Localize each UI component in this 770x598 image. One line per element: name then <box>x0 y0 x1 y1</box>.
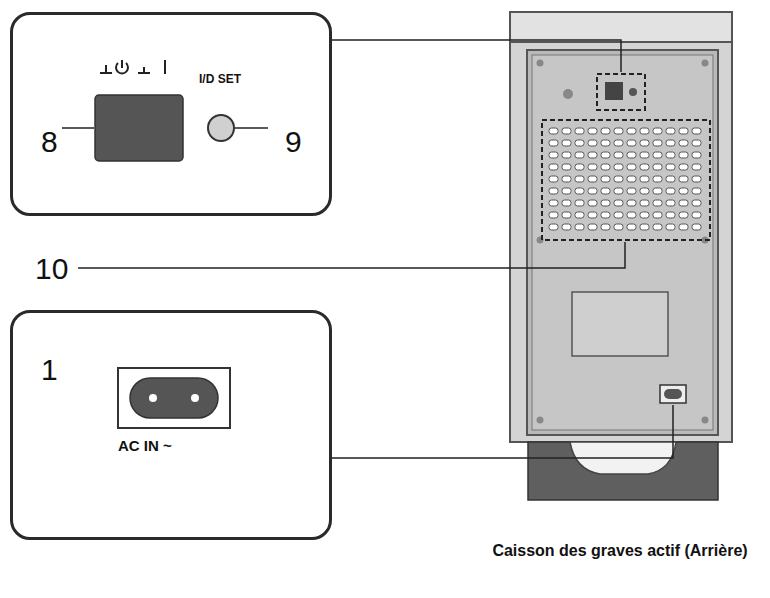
callout-number: 10 <box>35 254 68 284</box>
panel-label: I/D SET <box>199 73 241 85</box>
callout-number: 8 <box>41 127 58 157</box>
figure-caption: Caisson des graves actif (Arrière) <box>470 540 770 562</box>
callout-inset: 8 I/D SET 9 <box>10 12 332 216</box>
callout-inset: 1 AC IN ~ <box>10 310 332 540</box>
panel-label: AC IN ~ <box>118 438 172 453</box>
callout-number: 9 <box>285 127 302 157</box>
callout-number: 1 <box>41 355 58 385</box>
